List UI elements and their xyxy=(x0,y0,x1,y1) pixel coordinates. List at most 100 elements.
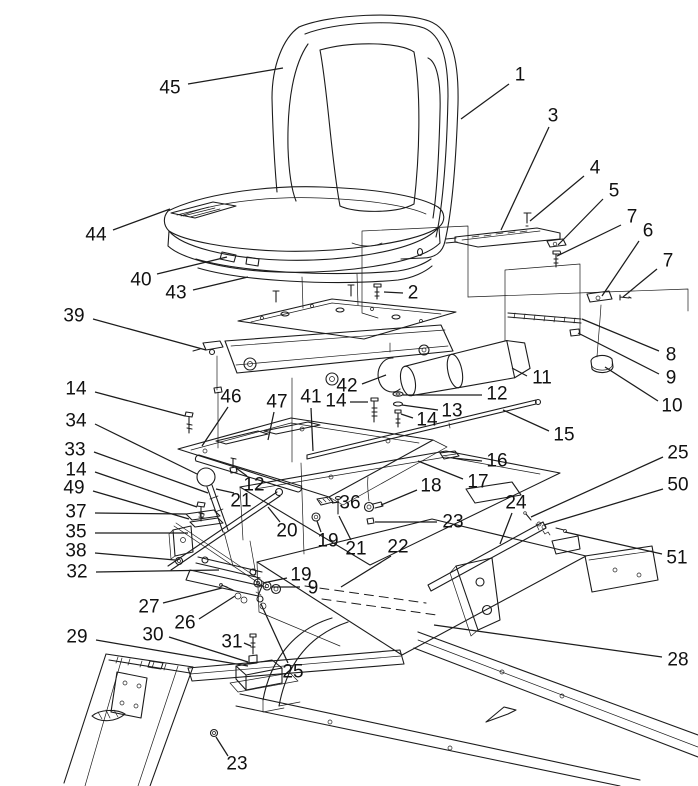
callout-label: 38 xyxy=(65,541,86,562)
callout-leader-line xyxy=(543,488,664,526)
callout-27-46: 27 xyxy=(138,587,223,618)
seat-assembly-drawing xyxy=(163,14,459,309)
callout-15-19: 15 xyxy=(502,409,575,446)
callout-21-35: 21 xyxy=(215,488,252,512)
callout-19-31: 19 xyxy=(316,520,339,552)
callout-42-58: 42 xyxy=(336,374,387,397)
callout-label: 25 xyxy=(667,443,688,464)
callout-23-23: 23 xyxy=(375,512,464,533)
callout-2-11: 2 xyxy=(383,283,419,304)
callout-50-26: 50 xyxy=(543,475,689,526)
callout-leader-line xyxy=(452,457,483,462)
callout-32-45: 32 xyxy=(66,562,220,583)
callout-33-39: 33 xyxy=(64,440,209,494)
callout-leader-line xyxy=(361,374,387,385)
callout-leader-line xyxy=(162,587,223,604)
callout-26-47: 26 xyxy=(174,595,236,634)
callout-leader-line xyxy=(187,67,284,85)
callout-leader-line xyxy=(215,488,235,494)
callout-28-28: 28 xyxy=(433,624,689,671)
callout-leader-line xyxy=(500,126,550,231)
callout-leader-line xyxy=(417,460,464,480)
callout-14-37: 14 xyxy=(65,379,186,417)
callout-38-44: 38 xyxy=(65,541,176,562)
callout-leader-line xyxy=(93,451,209,494)
callout-leader-line xyxy=(94,512,187,515)
callout-51-27: 51 xyxy=(564,531,688,569)
callout-22-29: 22 xyxy=(340,537,409,588)
callout-35-43: 35 xyxy=(65,522,188,543)
callout-leader-line xyxy=(581,318,660,352)
callout-label: 29 xyxy=(66,627,87,648)
callout-leader-line xyxy=(557,198,604,246)
callout-31-52: 31 xyxy=(221,632,252,653)
callout-label: 21 xyxy=(345,539,366,560)
spring-cylinder-drawing xyxy=(399,340,531,397)
callout-label: 11 xyxy=(532,368,552,389)
callout-label: 1 xyxy=(515,65,526,86)
callout-leader-line xyxy=(92,318,207,351)
callout-12-34: 12 xyxy=(235,467,265,496)
callout-18-22: 18 xyxy=(380,476,442,506)
callout-label: 13 xyxy=(441,401,462,422)
callout-leader-line xyxy=(564,531,663,555)
callout-leader-line xyxy=(94,391,186,417)
callout-30-51: 30 xyxy=(142,625,249,663)
callout-label: 49 xyxy=(63,478,84,499)
callout-label: 17 xyxy=(467,472,488,493)
callout-label: 19 xyxy=(290,565,311,586)
callout-label: 47 xyxy=(266,392,287,413)
callout-leader-line xyxy=(192,276,249,291)
callout-label: 46 xyxy=(220,387,241,408)
callout-leader-line xyxy=(262,577,288,584)
callout-leader-line xyxy=(601,240,640,297)
callout-label: 30 xyxy=(142,625,163,646)
callout-label: 40 xyxy=(130,270,151,291)
callout-label: 22 xyxy=(387,537,408,558)
suspension-slide-drawing xyxy=(192,283,457,463)
callout-3-5: 3 xyxy=(500,106,558,231)
callout-label: 6 xyxy=(643,221,654,242)
callout-leader-line xyxy=(499,512,513,545)
rod-clamp-drawing xyxy=(507,290,632,374)
callout-47-56: 47 xyxy=(266,392,288,441)
support-weldment-drawing xyxy=(239,450,561,566)
callout-29-50: 29 xyxy=(66,627,249,667)
callout-label: 7 xyxy=(663,251,674,272)
callout-8-12: 8 xyxy=(581,318,676,366)
callout-5-7: 5 xyxy=(557,181,619,246)
callout-leader-line xyxy=(401,404,439,411)
callout-43-4: 43 xyxy=(165,276,249,304)
callout-label: 28 xyxy=(667,650,688,671)
callout-label: 24 xyxy=(505,493,527,514)
callout-leader-line xyxy=(168,636,249,663)
callout-leader-line xyxy=(383,291,404,294)
callout-9-49: 9 xyxy=(272,578,318,599)
callout-leader-line xyxy=(156,256,228,275)
callout-34-38: 34 xyxy=(65,411,198,475)
callout-leader-line xyxy=(95,569,220,573)
seat-switch-drawing xyxy=(445,212,567,268)
platform-plate-drawing xyxy=(177,417,448,506)
callout-45-0: 45 xyxy=(159,67,284,99)
callout-leader-line xyxy=(267,411,275,441)
callout-label: 34 xyxy=(65,411,87,432)
callout-leader-line xyxy=(267,506,281,523)
callout-leader-line xyxy=(243,642,252,647)
callout-7-8: 7 xyxy=(556,207,638,257)
callout-leader-line xyxy=(235,467,248,477)
callout-label: 14 xyxy=(325,391,347,412)
lever-mechanism-drawing xyxy=(167,411,284,610)
callout-44-2: 44 xyxy=(85,208,171,246)
console-drawing xyxy=(63,653,194,786)
callout-leader-line xyxy=(433,624,663,658)
callout-14-40: 14 xyxy=(65,460,198,508)
callout-leader-line xyxy=(94,423,198,475)
callout-label: 7 xyxy=(627,207,638,228)
callout-label: 2 xyxy=(408,283,419,304)
callout-leader-line xyxy=(94,471,198,508)
callout-24-24: 24 xyxy=(499,493,527,545)
frame-drawing xyxy=(187,557,698,786)
